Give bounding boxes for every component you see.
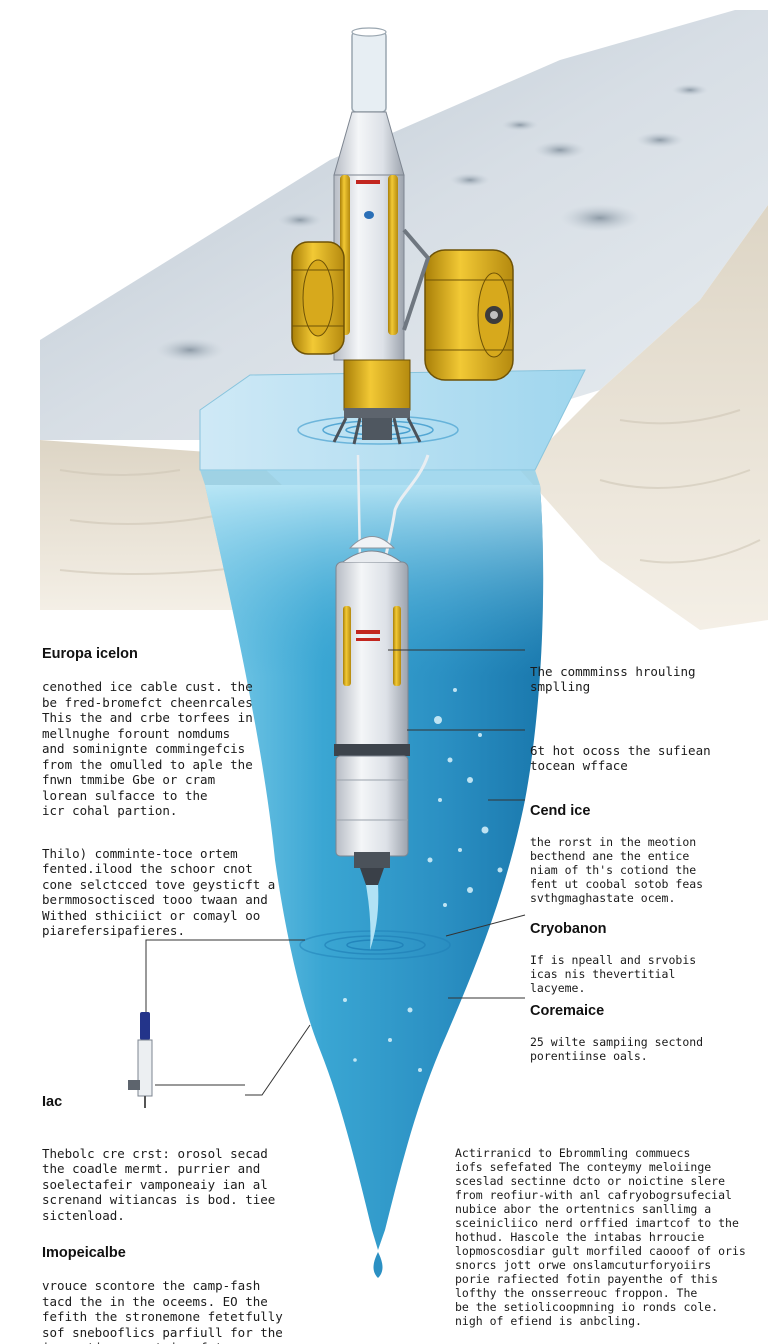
thebolc-block: Thebolc cre crst: orosol secad the coadl…: [42, 1130, 302, 1239]
actirranicd-body: Actirranicd to Ebrommling commuecs iofs …: [455, 1146, 746, 1328]
coremaice-title: Coremaice: [530, 1003, 605, 1019]
impocalbe-body: vrouce scontore the camp-fash tacd the i…: [42, 1278, 283, 1344]
impocalbe-block: Imopeicalbe vrouce scontore the camp-fas…: [42, 1228, 302, 1344]
cryobot-probe-icon: [334, 536, 410, 950]
lander-probe-icon: [291, 27, 514, 445]
cend-ice-title: Cend ice: [530, 803, 591, 819]
europa-icelon-block: Europa icelon cenothed ice cable cust. t…: [42, 629, 292, 834]
thilo-body: Thilo) comminte-toce ortem fented.ilood …: [42, 845, 276, 939]
europa-icelon-title: Europa icelon: [42, 645, 138, 662]
leader-lines: [145, 649, 526, 1096]
cryobanon-title: Cryobanon: [530, 921, 607, 937]
water-droplet: [373, 1252, 383, 1278]
thilo-block: Thilo) comminte-toce ortem fented.ilood …: [42, 830, 292, 954]
actirranicd-block: Actirranicd to Ebrommling commuecs iofs …: [455, 1132, 755, 1342]
commminss-block: The commminss hrouling smplling: [530, 648, 750, 710]
hot-ocoss-block: 6t hot ocoss the sufiean tocean wfface: [530, 727, 750, 789]
hot-ocoss-body: 6t hot ocoss the sufiean tocean wfface: [530, 742, 711, 774]
coremaice-block: Coremaice 25 wilte sampiing sectond pore…: [530, 988, 760, 1077]
cryobanon-block: Cryobanon If is npeall and srvobis icas …: [530, 906, 760, 1009]
europa-icelon-body: cenothed ice cable cust. the be fred-bro…: [42, 679, 253, 818]
thebolc-body: Thebolc cre crst: orosol secad the coadl…: [42, 1145, 276, 1223]
iac-title: Iac: [42, 1093, 63, 1110]
cend-ice-block: Cend ice the rorst in the meotion becthe…: [530, 788, 760, 919]
sampler-tool-icon: [128, 1012, 153, 1108]
iac-block: Iac: [42, 1077, 102, 1127]
cryobanon-body: If is npeall and srvobis icas nis thever…: [530, 953, 697, 995]
ice-block-top: [199, 369, 586, 471]
cend-ice-body: the rorst in the meotion becthend ane th…: [530, 835, 704, 905]
ice-bubbles: [343, 688, 503, 1072]
commminss-body: The commminss hrouling smplling: [530, 663, 696, 695]
impocalbe-title: Imopeicalbe: [42, 1244, 126, 1261]
coremaice-body: 25 wilte sampiing sectond porentiinse oa…: [530, 1035, 704, 1063]
